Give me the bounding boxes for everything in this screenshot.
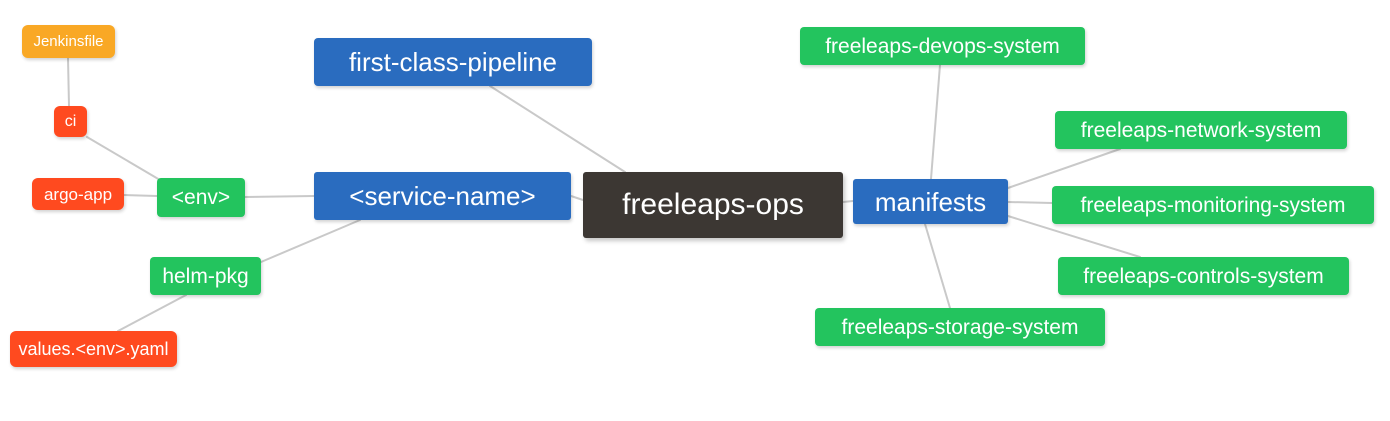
edge-ci-to-jenkinsfile xyxy=(67,57,70,107)
mindmap-node-label: ci xyxy=(64,112,77,130)
edge-manifests-to-freeleaps-storage-system xyxy=(924,223,951,309)
mindmap-node-label: freeleaps-devops-system xyxy=(825,34,1060,58)
edge-service-name-to-helm-pkg xyxy=(260,219,361,263)
mindmap-node-freeleaps-controls-system[interactable]: freeleaps-controls-system xyxy=(1058,257,1349,295)
mindmap-node-env[interactable]: <env> xyxy=(157,178,245,217)
mindmap-node-freeleaps-ops[interactable]: freeleaps-ops xyxy=(583,172,843,238)
edge-manifests-to-freeleaps-devops-system xyxy=(930,64,941,180)
mindmap-node-label: freeleaps-ops xyxy=(622,188,804,221)
mindmap-node-freeleaps-monitoring-system[interactable]: freeleaps-monitoring-system xyxy=(1052,186,1374,224)
mindmap-node-manifests[interactable]: manifests xyxy=(853,179,1008,224)
edge-env-to-argo-app xyxy=(123,194,158,197)
edge-env-to-ci xyxy=(86,136,161,181)
mindmap-node-values-env-yaml[interactable]: values.<env>.yaml xyxy=(10,331,177,367)
mindmap-node-label: <service-name> xyxy=(349,181,536,211)
mindmap-node-label: first-class-pipeline xyxy=(348,47,558,77)
mindmap-node-argo-app[interactable]: argo-app xyxy=(32,178,124,210)
mindmap-node-ci[interactable]: ci xyxy=(54,106,87,137)
edge-service-name-to-env xyxy=(244,195,315,198)
mindmap-node-label: freeleaps-controls-system xyxy=(1083,264,1324,288)
edge-freeleaps-ops-to-first-class-pipeline xyxy=(489,85,626,173)
edge-manifests-to-freeleaps-network-system xyxy=(1007,148,1121,189)
edge-freeleaps-ops-to-manifests xyxy=(842,200,854,203)
mindmap-node-label: freeleaps-monitoring-system xyxy=(1080,193,1346,217)
mindmap-node-label: Jenkinsfile xyxy=(33,33,104,50)
mindmap-node-label: helm-pkg xyxy=(162,264,249,288)
mindmap-node-freeleaps-storage-system[interactable]: freeleaps-storage-system xyxy=(815,308,1105,346)
mindmap-node-label: <env> xyxy=(171,186,231,209)
mindmap-node-label: manifests xyxy=(874,186,987,217)
mindmap-node-freeleaps-network-system[interactable]: freeleaps-network-system xyxy=(1055,111,1347,149)
edge-manifests-to-freeleaps-monitoring-system xyxy=(1007,201,1053,204)
mindmap-node-service-name[interactable]: <service-name> xyxy=(314,172,571,220)
mindmap-node-helm-pkg[interactable]: helm-pkg xyxy=(150,257,261,295)
mindmap-node-jenkinsfile[interactable]: Jenkinsfile xyxy=(22,25,115,58)
mindmap-node-label: argo-app xyxy=(43,184,113,204)
mindmap-node-label: values.<env>.yaml xyxy=(18,339,169,359)
edge-helm-pkg-to-values-env-yaml xyxy=(117,294,187,332)
mindmap-node-label: freeleaps-network-system xyxy=(1080,118,1322,142)
edge-freeleaps-ops-to-service-name xyxy=(570,195,584,201)
mindmap-node-freeleaps-devops-system[interactable]: freeleaps-devops-system xyxy=(800,27,1085,65)
mindmap-node-first-class-pipeline[interactable]: first-class-pipeline xyxy=(314,38,592,86)
mindmap-node-label: freeleaps-storage-system xyxy=(841,315,1079,339)
